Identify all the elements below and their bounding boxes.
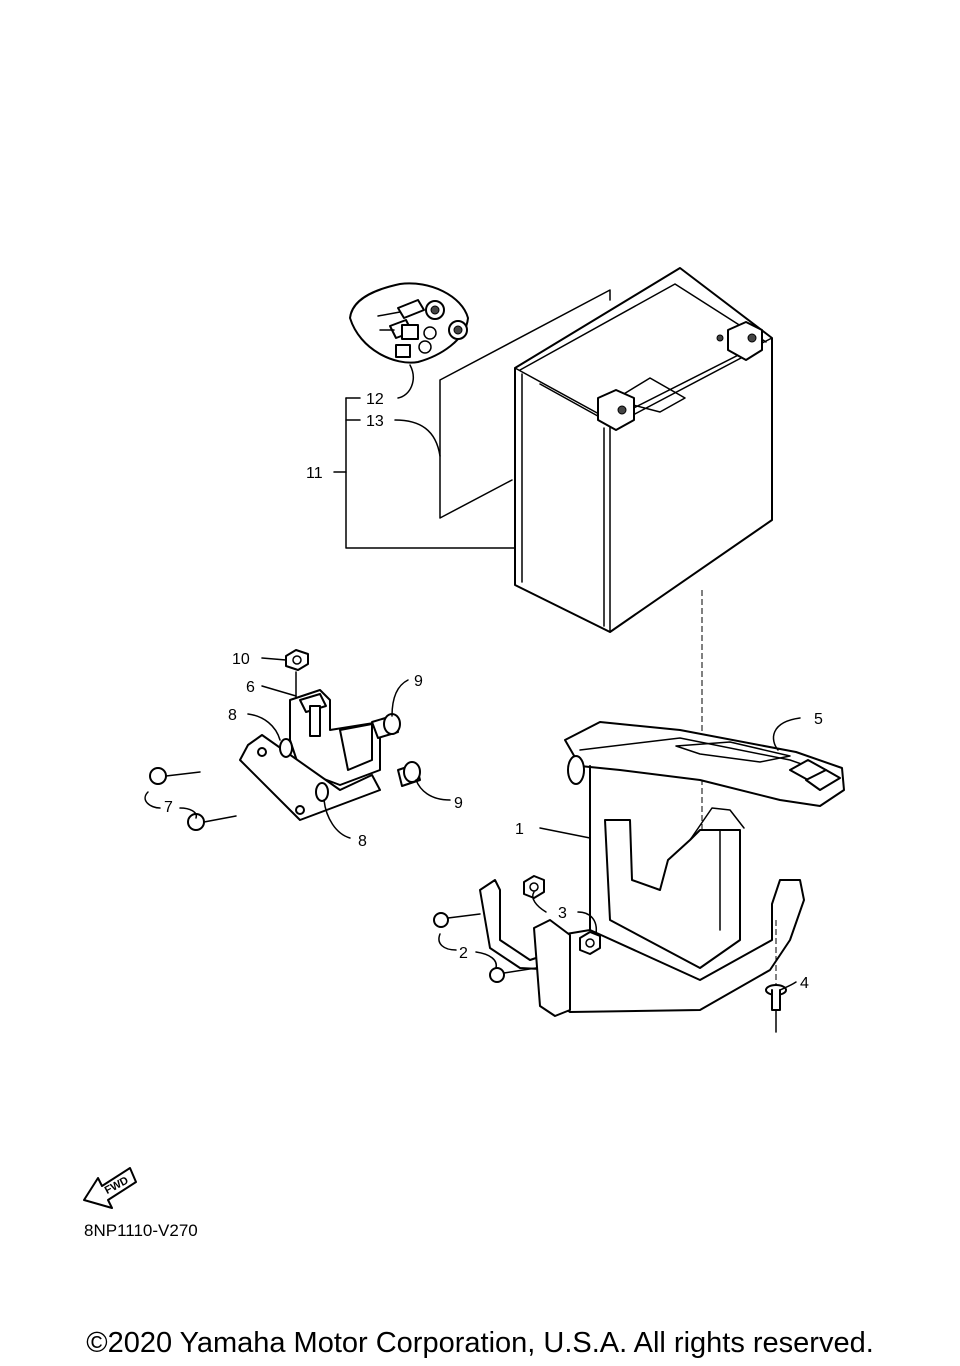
callout-4: 4 (800, 975, 809, 992)
forward-arrow-icon: FWD (83, 1167, 137, 1209)
callout-12: 12 (366, 391, 384, 408)
callout-2: 2 (459, 945, 468, 962)
callout-9-lower: 9 (454, 795, 463, 812)
copyright-notice: ©2020 Yamaha Motor Corporation, U.S.A. A… (86, 1327, 874, 1359)
battery-bracket (433, 717, 845, 1033)
battery (514, 267, 773, 633)
callout-11: 11 (306, 465, 323, 482)
callout-5: 5 (814, 711, 823, 728)
callout-3: 3 (558, 905, 567, 922)
diagram-code: 8NP1110-V270 (84, 1221, 198, 1240)
callout-7: 7 (164, 799, 173, 816)
callout-8-lower: 8 (358, 833, 367, 850)
callout-9-upper: 9 (414, 673, 423, 690)
callout-labels: 1 2 3 4 5 6 7 8 8 9 9 10 11 12 13 (164, 391, 823, 992)
callout-8-upper: 8 (228, 707, 237, 724)
callout-6: 6 (246, 679, 255, 696)
terminal-hardware-detail (349, 282, 469, 364)
callout-1: 1 (515, 821, 524, 838)
callout-13: 13 (366, 413, 384, 430)
starter-relay-assembly (144, 649, 451, 839)
callout-10: 10 (232, 651, 250, 668)
